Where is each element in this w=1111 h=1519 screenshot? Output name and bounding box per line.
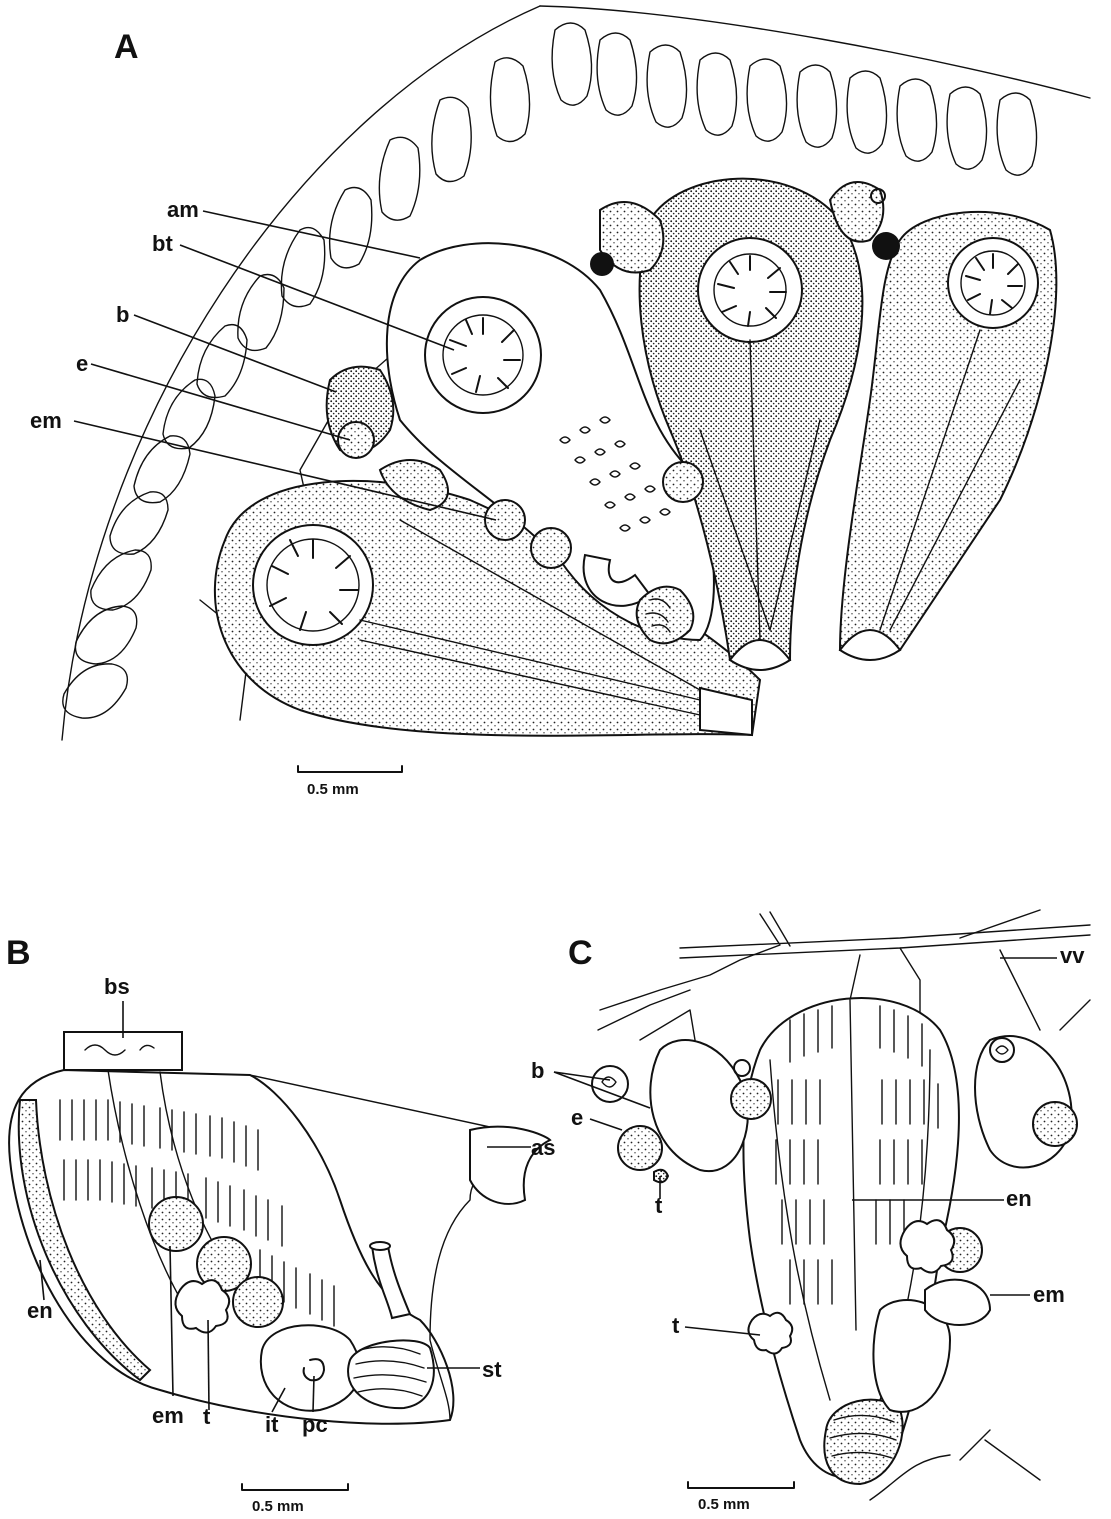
scale-bar-b: 0.5 mm — [242, 1484, 348, 1515]
label-a-e: e — [76, 351, 88, 376]
embryo-c-2 — [925, 1280, 990, 1325]
label-b-bs: bs — [104, 974, 130, 999]
leader-e — [91, 364, 350, 440]
leader-b-pc — [313, 1376, 314, 1412]
label-a-b: b — [116, 302, 129, 327]
zooid-far-right — [840, 212, 1056, 660]
label-b-em: em — [152, 1403, 184, 1428]
intestine-b — [261, 1325, 360, 1411]
label-b-t: t — [203, 1404, 211, 1429]
label-b-pc: pc — [302, 1412, 328, 1437]
panel-c: C — [531, 910, 1090, 1513]
leader-b-t — [208, 1320, 209, 1410]
leader-c-e — [590, 1119, 622, 1130]
colony-top-edge — [540, 6, 1090, 98]
label-c-e: e — [571, 1105, 583, 1130]
scale-bar-c: 0.5 mm — [688, 1482, 794, 1513]
leader-b — [134, 315, 336, 392]
label-c-t-2: t — [672, 1313, 680, 1338]
label-b-st: st — [482, 1357, 502, 1382]
label-b-en: en — [27, 1298, 53, 1323]
label-b-it: it — [265, 1412, 279, 1437]
panel-letter-b: B — [6, 934, 31, 972]
label-c-b: b — [531, 1058, 544, 1083]
label-b-as: as — [531, 1135, 555, 1160]
label-c-t-1: t — [655, 1193, 663, 1218]
label-a-bt: bt — [152, 231, 173, 256]
scale-label-c: 0.5 mm — [698, 1496, 750, 1513]
scale-label-a: 0.5 mm — [307, 781, 359, 798]
testis-c-right — [900, 1220, 954, 1272]
leader-am — [203, 211, 420, 258]
panel-a: A — [30, 6, 1090, 798]
buds-c-right — [975, 1036, 1077, 1167]
testis-c-left — [748, 1313, 792, 1354]
scale-bar-a: 0.5 mm — [298, 766, 402, 798]
panel-letter-a: A — [114, 28, 139, 66]
stomach-c — [824, 1400, 902, 1484]
panel-letter-c: C — [568, 934, 593, 972]
scale-label-b: 0.5 mm — [252, 1498, 304, 1515]
label-c-em: em — [1033, 1282, 1065, 1307]
label-a-am: am — [167, 197, 199, 222]
label-a-em: em — [30, 408, 62, 433]
label-c-vv: vv — [1060, 943, 1085, 968]
testis-b — [175, 1280, 229, 1332]
panel-b: B — [6, 934, 555, 1515]
label-c-en: en — [1006, 1186, 1032, 1211]
